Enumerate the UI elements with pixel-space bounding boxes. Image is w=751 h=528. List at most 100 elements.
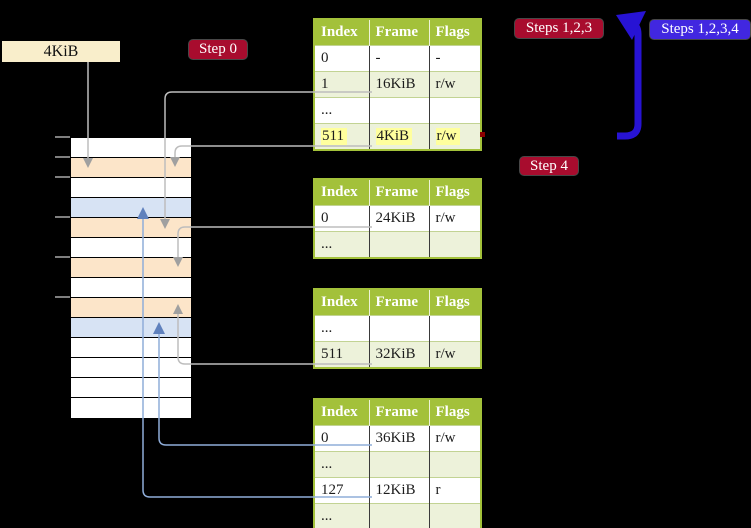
steps-loop-arrow	[617, 19, 642, 140]
cell-flags: r/w	[429, 71, 481, 98]
memory-address-tick	[55, 216, 70, 218]
header-index: Index	[314, 289, 370, 316]
highlighted-value: r/w	[435, 128, 460, 145]
cell-index: 0	[314, 205, 370, 232]
cell-index: 1	[314, 71, 370, 98]
cell-frame	[369, 231, 430, 258]
page-size-label: 4KiB	[2, 41, 120, 62]
memory-row	[71, 278, 191, 298]
cell-flags	[429, 503, 481, 528]
cell-flags: r/w	[429, 205, 481, 232]
cell-flags: r/w	[429, 341, 481, 368]
page-size-label-text: 4KiB	[43, 42, 79, 60]
step4-badge: Step 4	[520, 157, 578, 175]
memory-address-tick	[55, 296, 70, 298]
table-row: 1 16KiB r/w	[314, 71, 481, 98]
cell-frame: 16KiB	[369, 71, 430, 98]
cell-frame: -	[369, 45, 430, 72]
cell-index: ...	[314, 97, 370, 124]
table-row: 511 32KiB r/w	[314, 341, 481, 368]
memory-row	[71, 258, 191, 278]
step0-badge: Step 0	[189, 40, 247, 59]
cell-index: 0	[314, 425, 370, 452]
steps1234-badge: Steps 1,2,3,4	[650, 20, 750, 39]
cell-frame	[369, 315, 430, 342]
cell-flags: r/w	[429, 425, 481, 452]
table-row: 127 12KiB r	[314, 477, 481, 504]
table-row-highlighted: 511 4KiB r/w	[314, 123, 481, 150]
cell-frame: 36KiB	[369, 425, 430, 452]
cell-flags	[429, 315, 481, 342]
page-table-3: Index Frame Flags ... 511 32KiB r/w	[313, 288, 482, 369]
highlighted-value: 4KiB	[375, 128, 413, 145]
memory-row	[71, 178, 191, 198]
cell-flags	[429, 231, 481, 258]
header-flags: Flags	[429, 399, 481, 426]
cell-frame: 4KiB	[369, 123, 430, 150]
cell-index: 0	[314, 45, 370, 72]
cell-index: ...	[314, 503, 370, 528]
memory-row	[71, 398, 191, 417]
cell-flags	[429, 97, 481, 124]
cell-index: 511	[314, 341, 370, 368]
cell-index: 127	[314, 477, 370, 504]
table-row: ...	[314, 503, 481, 528]
header-index: Index	[314, 179, 370, 206]
memory-address-tick	[55, 136, 70, 138]
page-table-2: Index Frame Flags 0 24KiB r/w ...	[313, 178, 482, 259]
memory-row	[71, 218, 191, 238]
header-index: Index	[314, 399, 370, 426]
cell-flags: -	[429, 45, 481, 72]
table-header-row: Index Frame Flags	[314, 289, 481, 316]
memory-address-tick	[55, 256, 70, 258]
table-row: 0 36KiB r/w	[314, 425, 481, 452]
cell-frame	[369, 97, 430, 124]
highlighted-value: 511	[321, 128, 347, 145]
cell-index: ...	[314, 231, 370, 258]
cell-frame: 32KiB	[369, 341, 430, 368]
memory-row	[71, 138, 191, 158]
memory-row	[71, 158, 191, 178]
header-flags: Flags	[429, 289, 481, 316]
cell-index: 511	[314, 123, 370, 150]
memory-row	[71, 298, 191, 318]
cell-frame	[369, 451, 430, 478]
table-row: 0 - -	[314, 45, 481, 72]
table-header-row: Index Frame Flags	[314, 179, 481, 206]
page-table-1: Index Frame Flags 0 - - 1 16KiB r/w ... …	[313, 18, 482, 151]
table-row: ...	[314, 315, 481, 342]
cell-index: ...	[314, 315, 370, 342]
memory-row	[71, 238, 191, 258]
header-frame: Frame	[369, 179, 430, 206]
memory-address-tick	[55, 176, 70, 178]
memory-address-tick	[55, 156, 70, 158]
cell-frame: 12KiB	[369, 477, 430, 504]
table-header-row: Index Frame Flags	[314, 19, 481, 46]
table-header-row: Index Frame Flags	[314, 399, 481, 426]
cell-flags: r/w	[429, 123, 481, 150]
memory-row	[71, 318, 191, 338]
table-row: ...	[314, 231, 481, 258]
arrowhead-up-left-icon	[616, 11, 646, 40]
cell-frame	[369, 503, 430, 528]
table-row: ...	[314, 451, 481, 478]
header-frame: Frame	[369, 289, 430, 316]
header-flags: Flags	[429, 19, 481, 46]
cell-frame: 24KiB	[369, 205, 430, 232]
memory-row	[71, 378, 191, 398]
cell-index: ...	[314, 451, 370, 478]
header-frame: Frame	[369, 19, 430, 46]
header-index: Index	[314, 19, 370, 46]
cell-flags: r	[429, 477, 481, 504]
memory-row	[71, 358, 191, 378]
steps123-badge: Steps 1,2,3	[515, 19, 603, 38]
cell-flags	[429, 451, 481, 478]
physical-memory-column	[70, 137, 192, 419]
table-row: 0 24KiB r/w	[314, 205, 481, 232]
header-flags: Flags	[429, 179, 481, 206]
memory-row	[71, 338, 191, 358]
memory-row	[71, 198, 191, 218]
page-table-4: Index Frame Flags 0 36KiB r/w ... 127 12…	[313, 398, 482, 528]
table-row: ...	[314, 97, 481, 124]
